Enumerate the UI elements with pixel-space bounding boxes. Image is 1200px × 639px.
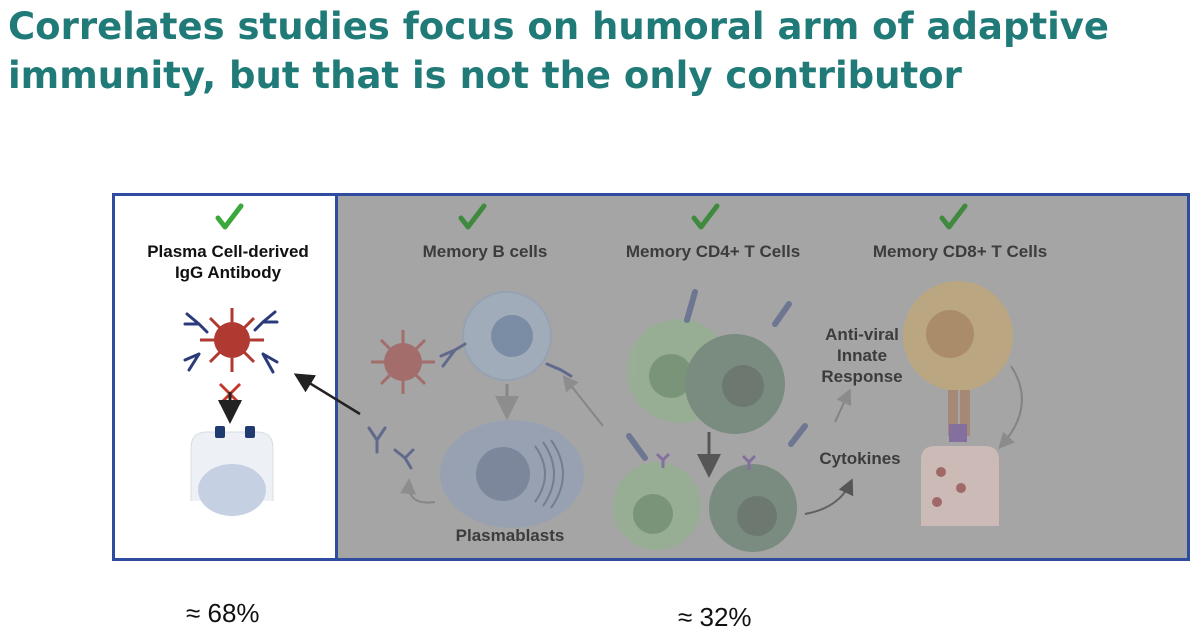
label-memory-cd4: Memory CD4+ T Cells: [625, 242, 801, 261]
figure-illustration: [183, 203, 1023, 552]
host-cell-icon: [190, 426, 274, 516]
label-memory-b: Memory B cells: [422, 242, 548, 261]
check-icon-memory-b: [458, 203, 487, 230]
virus-icon-left: [183, 308, 279, 374]
label-cytokines: Cytokines: [819, 449, 901, 468]
memory-cd8-illustration: [903, 281, 1023, 526]
label-antiviral-line2: Innate: [836, 346, 888, 365]
blocked-arrow-icon: [218, 382, 242, 424]
check-icon-memory-cd8: [939, 203, 968, 230]
label-plasma-cell: Plasma Cell-derived IgG Antibody: [138, 241, 318, 283]
slide-title: Correlates studies focus on humoral arm …: [8, 5, 1110, 97]
percentage-left: ≈ 68%: [186, 598, 260, 628]
label-antiviral-line3: Response: [821, 367, 903, 386]
label-antiviral-response: Anti-viral Innate Response: [807, 324, 917, 387]
label-antiviral-line1: Anti-viral: [825, 325, 899, 344]
label-plasma-line1: Plasma Cell-derived: [147, 242, 309, 261]
label-memory-cd8: Memory CD8+ T Cells: [872, 242, 1048, 261]
memory-cd4-illustration: [613, 289, 854, 552]
memory-b-illustration: [367, 291, 604, 528]
label-plasma-line2: IgG Antibody: [174, 263, 282, 282]
percentage-right: ≈ 32%: [678, 602, 752, 632]
check-icon-memory-cd4: [691, 203, 720, 230]
virus-icon-b: [371, 330, 435, 394]
label-plasmablasts: Plasmablasts: [455, 526, 565, 545]
immunity-figure: Plasma Cell-derived IgG Antibody Memory …: [112, 193, 1190, 561]
arrow-from-plasmablasts: [293, 373, 361, 416]
check-icon-plasma: [215, 203, 244, 230]
